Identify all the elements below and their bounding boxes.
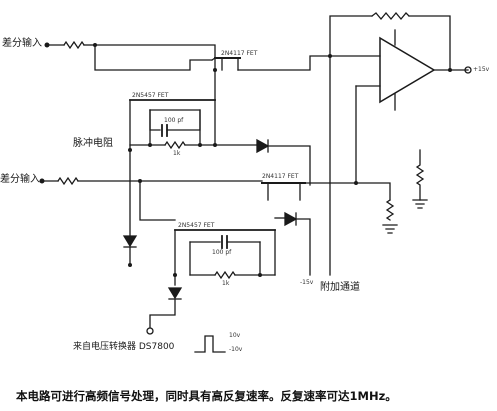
pulse-input-node: [146, 327, 154, 335]
diff-input-label-top: 差分输入: [2, 38, 42, 49]
input1-resistor: [63, 40, 85, 50]
input2-terminal: [39, 178, 45, 184]
feedback-resistor: [371, 11, 410, 21]
pulse-low-label: -10v: [229, 346, 243, 353]
additional-channel-label: 附加通道: [320, 282, 360, 293]
output-label: +15v: [473, 66, 490, 73]
r2-resistor: [214, 270, 236, 280]
pulse-resistor-label: 脉冲电阻: [73, 138, 113, 149]
diode-bottom: [167, 287, 183, 300]
feedback-wire-right: [408, 15, 451, 71]
r1-resistor: [164, 140, 186, 150]
output-terminal: [464, 66, 472, 74]
v-minus-label: -15v: [300, 279, 314, 286]
q2-label: 2N5457 FET: [132, 92, 169, 99]
q4-label: 2N5457 FET: [178, 222, 215, 229]
r2-label: 1k: [222, 280, 230, 287]
ground-right: [382, 224, 398, 234]
diff-input-label-bottom: 差分输入: [0, 174, 40, 185]
c1-label: 100 pf: [164, 117, 184, 124]
pulse-high-label: 10v: [229, 332, 241, 339]
pulse-source-label: 来自电压转换器 DS7800: [73, 342, 175, 352]
diode-left: [122, 235, 138, 248]
r1-label: 1k: [173, 150, 181, 157]
junction-dots: [93, 43, 452, 277]
opamp-triangle: [379, 36, 436, 104]
figure-caption: 本电路可进行高频信号处理，同时具有高反复速率。反复速率可达1MHz。: [16, 389, 397, 403]
diode-upper: [256, 138, 270, 154]
q3-label: 2N4117 FET: [262, 173, 299, 180]
pulse-waveform: [194, 335, 226, 353]
c2-label: 100 pf: [212, 249, 232, 256]
input1-terminal: [44, 42, 50, 48]
input2-resistor: [57, 176, 79, 186]
ground-far-right: [412, 199, 428, 209]
feedback-wire: [329, 15, 373, 57]
q1-label: 2N4117 FET: [221, 50, 258, 57]
diode-mid: [284, 211, 298, 227]
